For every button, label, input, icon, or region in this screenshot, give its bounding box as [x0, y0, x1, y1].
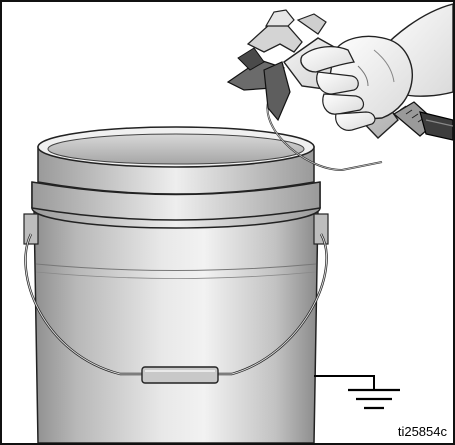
spray-gun-head: [298, 14, 326, 34]
pail-opening: [48, 134, 304, 164]
ground-wire: [314, 376, 374, 390]
spray-gun-tip: [266, 10, 294, 26]
figure-id-label: ti25854c: [398, 424, 447, 439]
pail-handle-ear-left: [24, 214, 38, 244]
pail-handle-ear-right: [314, 214, 328, 244]
fluid-hose: [420, 112, 453, 140]
pail-body: [34, 207, 318, 443]
spray-gun-tip-guard: [248, 24, 302, 52]
pail: [24, 127, 328, 443]
pail-handle-grip: [142, 367, 218, 383]
ground-symbol-icon: [314, 376, 400, 408]
